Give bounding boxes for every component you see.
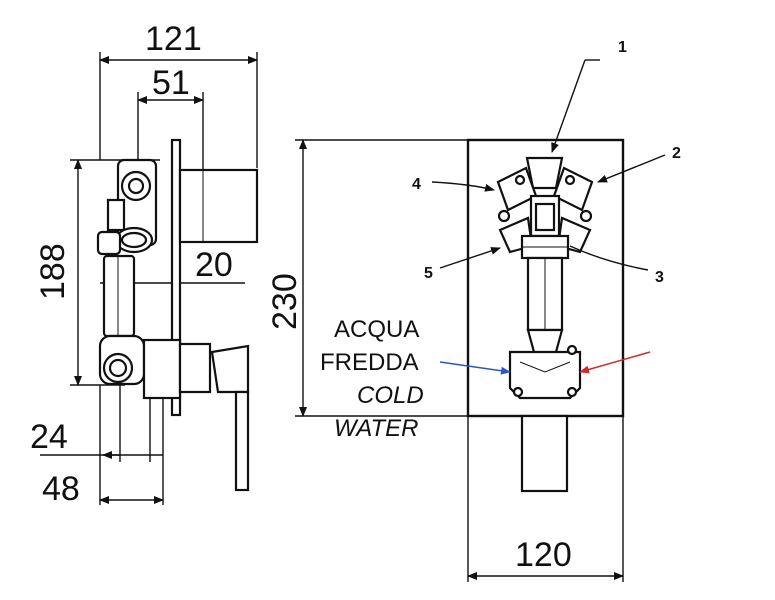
callout-5: 5 (424, 265, 433, 282)
dim-120: 120 (515, 536, 572, 574)
dim-230: 230 (266, 273, 304, 330)
dim-20: 20 (195, 246, 233, 284)
callout-4: 4 (412, 176, 421, 193)
callout-1: 1 (618, 39, 627, 56)
label-fredda: FREDDA (320, 349, 419, 376)
side-view (40, 52, 259, 505)
dim-121: 121 (145, 20, 202, 58)
callout-2: 2 (672, 145, 681, 162)
front-view (295, 59, 666, 582)
label-cold: COLD (357, 382, 424, 409)
dim-188: 188 (34, 243, 72, 300)
label-acqua: ACQUA (334, 316, 419, 343)
callout-3: 3 (655, 269, 664, 286)
label-water: WATER (334, 415, 418, 442)
dim-48: 48 (42, 470, 80, 508)
dim-51: 51 (152, 64, 190, 102)
dim-24: 24 (30, 418, 68, 456)
